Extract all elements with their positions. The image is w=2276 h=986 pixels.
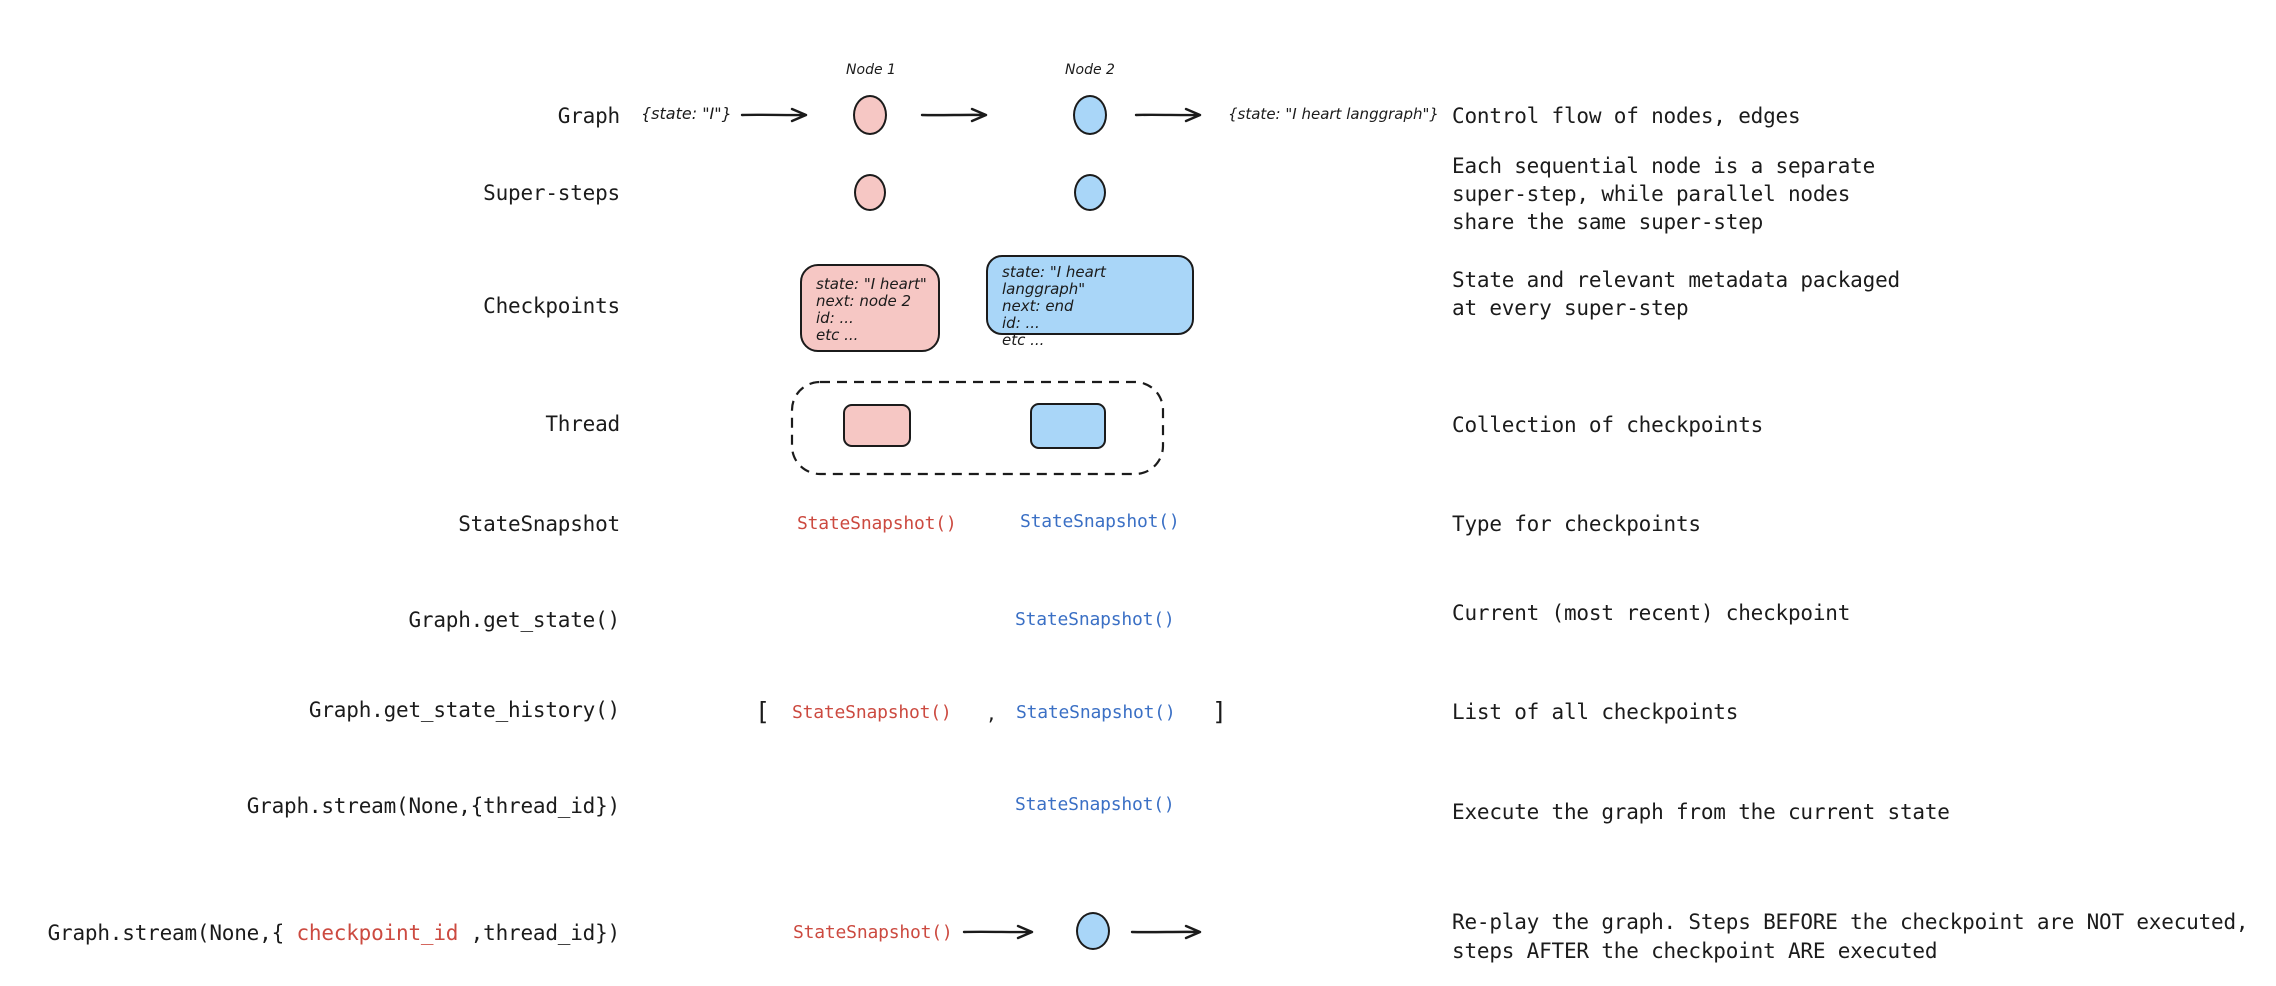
flow-arrow-icon [962,924,1034,940]
checkpoint-pink-box-text: state: "I heart" next: node 2 id: ... et… [816,275,927,344]
get-state-result-code: StateSnapshot() [1015,609,1175,630]
graph-output-state-text: {state: "I heart langgraph"} [1228,105,1439,123]
row-description-checkpoints: State and relevant metadata packaged at … [1452,268,1900,320]
superstep-node1-circle [854,174,886,211]
row-description-stream-thread: Execute the graph from the current state [1452,800,1950,824]
flow-arrow-icon [1134,107,1202,123]
node1-label: Node 1 [846,62,896,78]
row-label-get-state: Graph.get_state() [408,608,620,632]
flow-arrow-icon [1130,924,1202,940]
flow-arrow-icon [920,107,988,123]
history-open-bracket: [ [755,697,771,726]
row-description-thread: Collection of checkpoints [1452,413,1764,437]
history-comma: , [986,704,997,725]
graph-input-state-text: {state: "I"} [641,104,732,123]
checkpoint-blue-box: state: "I heart langgraph" next: end id:… [986,255,1194,349]
row-description-super-steps: Each sequential node is a separate super… [1452,154,1876,234]
label-checkpoint-id: checkpoint_id [296,921,459,945]
history-close-bracket: ] [1212,697,1228,726]
row-description-get-state: Current (most recent) checkpoint [1452,601,1851,625]
row-description-graph: Control flow of nodes, edges [1452,104,1801,128]
history-red-snapshot-code: StateSnapshot() [792,702,952,723]
label-post: ,thread_id}) [458,921,621,945]
checkpoint-pink-box: state: "I heart" next: node 2 id: ... et… [800,264,940,352]
node2-label: Node 2 [1065,62,1115,78]
node2-circle [1073,95,1107,135]
replay-red-snapshot-code: StateSnapshot() [793,922,953,943]
row-label-thread: Thread [545,412,620,436]
row-label-super-steps: Super-steps [483,181,620,205]
row-label-graph: Graph [557,104,620,128]
checkpoint-blue-box-text: state: "I heart langgraph" next: end id:… [1002,263,1106,349]
thread-container-box [790,380,1165,476]
thread-pink-checkpoint [843,404,911,447]
row-label-get-state-history: Graph.get_state_history() [308,698,620,722]
row-label-stream-checkpoint: Graph.stream(None,{ checkpoint_id ,threa… [0,919,621,947]
row-description-stream-checkpoint: Re-play the graph. Steps BEFORE the chec… [1452,910,2249,963]
label-pre: Graph.stream(None,{ [47,921,297,945]
flow-arrow-icon [740,107,808,123]
thread-blue-checkpoint [1030,403,1106,449]
statesnapshot-red-code: StateSnapshot() [797,513,957,534]
row-label-stream-thread: Graph.stream(None,{thread_id}) [246,794,620,818]
row-description-statesnapshot: Type for checkpoints [1452,512,1701,536]
row-label-checkpoints: Checkpoints [483,294,620,318]
superstep-node2-circle [1074,174,1106,211]
row-description-get-state-history: List of all checkpoints [1452,700,1739,724]
replay-node-circle [1076,912,1110,950]
statesnapshot-blue-code: StateSnapshot() [1020,511,1180,532]
stream-result-code: StateSnapshot() [1015,794,1175,815]
node1-circle [853,95,887,135]
history-blue-snapshot-code: StateSnapshot() [1016,702,1176,723]
row-label-statesnapshot: StateSnapshot [458,512,620,536]
